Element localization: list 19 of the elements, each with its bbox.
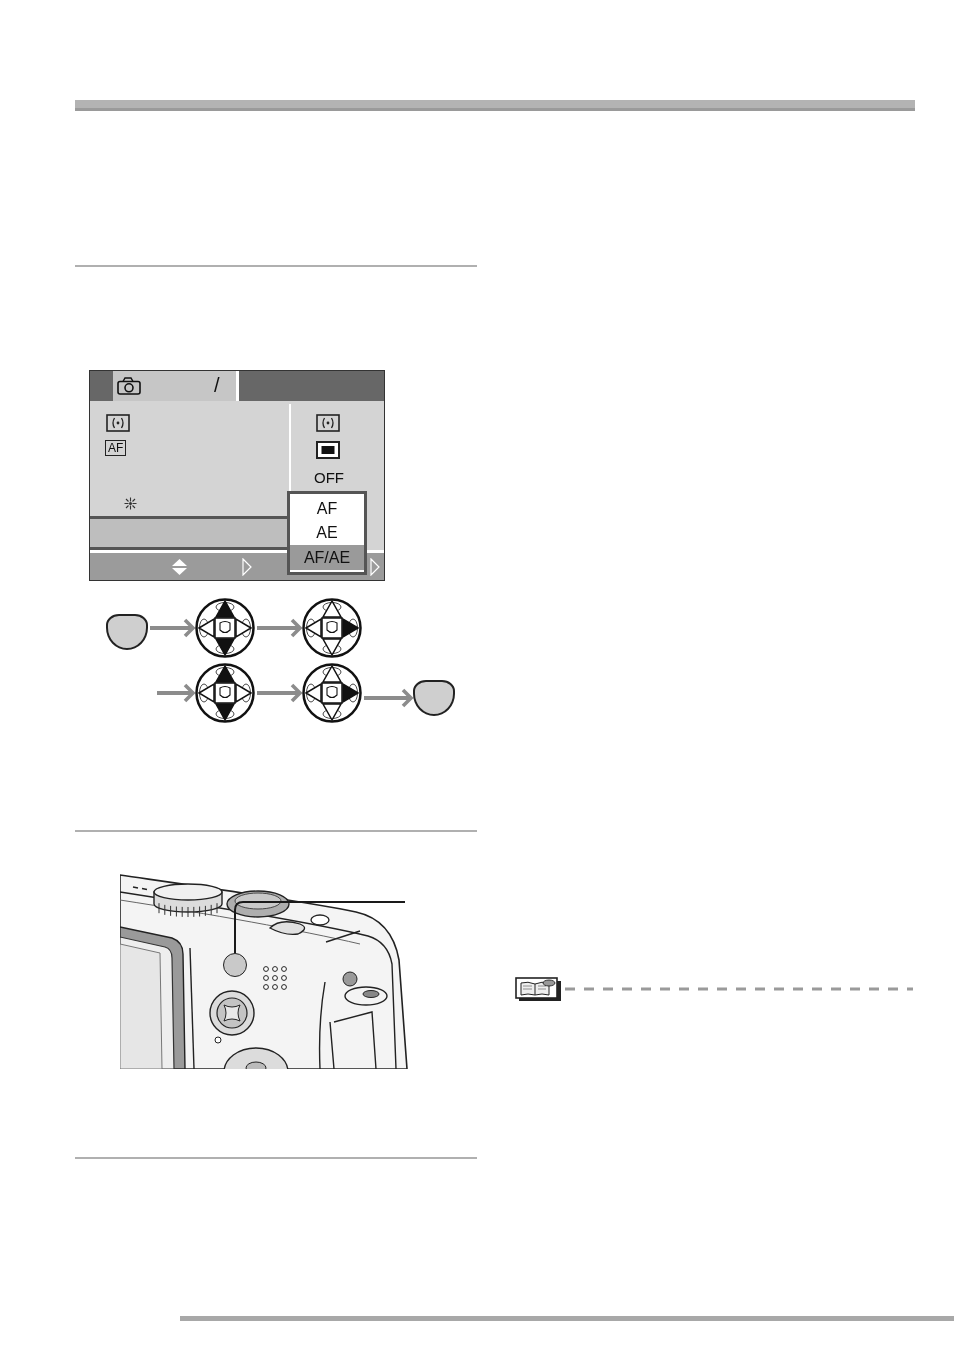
arrow bbox=[157, 683, 195, 703]
cursor-pad bbox=[302, 662, 362, 724]
leader-line bbox=[234, 901, 406, 954]
menu-button bbox=[413, 680, 455, 716]
cursor-pad bbox=[195, 597, 255, 659]
cursor-pad bbox=[195, 662, 255, 724]
cursor-pad bbox=[302, 597, 362, 659]
af-mode-indicator: AF bbox=[105, 440, 127, 456]
menu-button bbox=[106, 614, 148, 650]
menu-value: OFF bbox=[314, 469, 344, 486]
menu-tab-label: / bbox=[214, 374, 220, 396]
arrow bbox=[364, 688, 413, 708]
selected-menu-option: AF/AE bbox=[290, 545, 364, 570]
option-list bbox=[287, 491, 367, 575]
menu-option: AE bbox=[290, 521, 364, 545]
menu-option: AF bbox=[290, 497, 364, 521]
arrow bbox=[150, 618, 195, 638]
arrow bbox=[257, 618, 302, 638]
arrow bbox=[257, 683, 302, 703]
